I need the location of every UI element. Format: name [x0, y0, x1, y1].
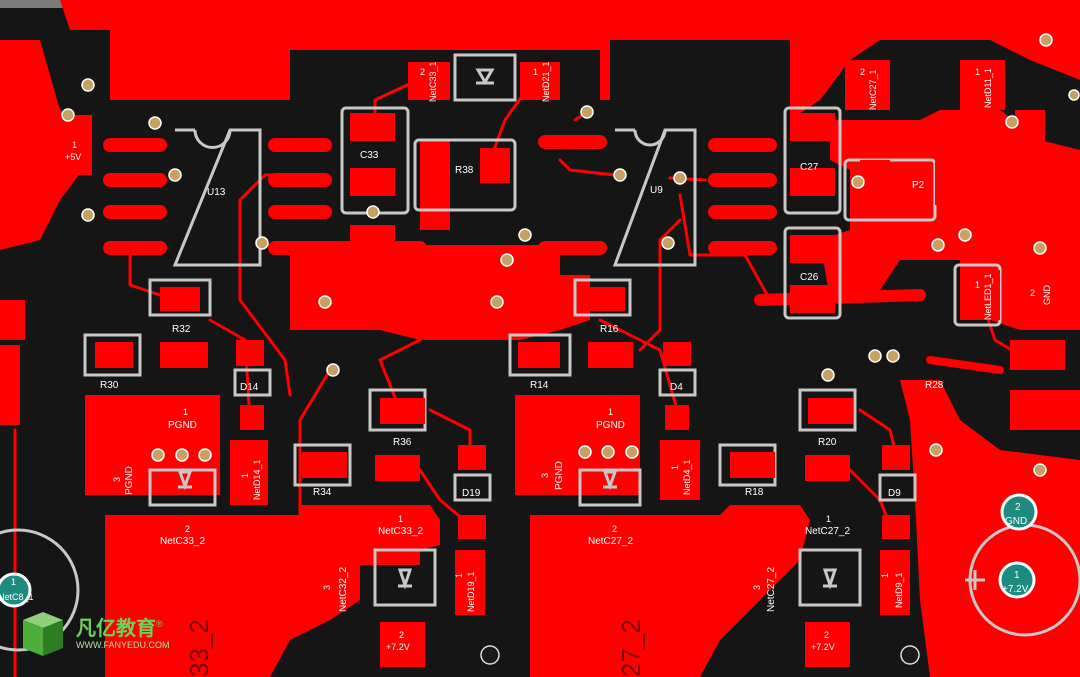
label-r14: R14: [530, 380, 549, 391]
net-pgnd-right: PGND: [596, 420, 625, 431]
watermark-text-block: 凡亿教育® WWW.FANYEDU.COM: [76, 619, 170, 650]
label-d9: D9: [888, 488, 901, 499]
pad-num-c27-2b: 2: [612, 524, 617, 534]
net-netc33-2-left: NetC33_2: [160, 536, 205, 547]
pad-num-72v-left: 2: [399, 630, 404, 640]
net-netc33-2-right: NetC33_2: [378, 526, 423, 537]
net-gnd-circle: GND: [1005, 516, 1027, 527]
label-p2: P2: [912, 180, 925, 191]
through-hole-netc8: [0, 572, 32, 608]
label-r16: R16: [600, 324, 619, 335]
label-d14: D14: [240, 382, 259, 393]
label-c33: C33: [360, 150, 379, 161]
pad-num-pgnd-1: 1: [183, 407, 188, 417]
label-d19: D19: [462, 488, 481, 499]
pad-num-netc8: 1: [11, 577, 16, 587]
pad-num-led1-1: 1: [975, 280, 980, 290]
watermark-registered-mark: ®: [156, 618, 163, 629]
watermark-name-row: 凡亿教育®: [76, 619, 170, 640]
watermark-url: WWW.FANYEDU.COM: [76, 639, 170, 650]
pad-num-72v-circle: 1: [1014, 570, 1020, 581]
net-72v-right: +7.2V: [811, 642, 835, 652]
pad-num-d14-1: 1: [240, 473, 250, 478]
net-netc8-1: NetC8_1: [0, 592, 34, 602]
net-72v-left: +7.2V: [386, 642, 410, 652]
pad-num-c33-2: 2: [420, 67, 425, 77]
pad-num-c33-1b: 1: [398, 514, 403, 524]
silkscreen: [0, 53, 1080, 652]
net-netd19-1: NetD19_1: [466, 571, 476, 612]
watermark-name: 凡亿教育: [76, 617, 156, 640]
pad-num-d4-1: 1: [670, 465, 680, 470]
pad-num-d9-1: 1: [880, 573, 890, 578]
label-c27: C27: [800, 162, 819, 173]
net-netled1-1: NetLED1_1: [983, 273, 993, 320]
smd-pads: [62, 60, 1065, 667]
net-netd14-1: NetD14_1: [252, 459, 262, 500]
pad-num-d19-1: 1: [454, 573, 464, 578]
watermark: 凡亿教育® WWW.FANYEDU.COM: [18, 612, 170, 656]
net-netd11-1: NetD11_1: [983, 68, 993, 108]
net-big-33-2: 33_2: [184, 619, 214, 677]
fanyi-logo-icon: [23, 612, 63, 656]
label-u9: U9: [650, 185, 663, 196]
net-pgnd-left-vertical: PGND: [124, 466, 135, 495]
pad-num-pgnd3-left: 3: [112, 477, 122, 482]
pad-num-c27-3: 3: [752, 585, 762, 590]
net-gnd-vertical: GND: [1042, 285, 1052, 306]
net-netd4-1: NetD4_1: [682, 459, 692, 495]
net-plus5v: +5V: [65, 152, 81, 162]
label-r32: R32: [172, 324, 191, 335]
net-netc33-1: NetC33_1: [428, 61, 438, 102]
through-hole-gnd: [1000, 493, 1038, 531]
label-r38: R38: [455, 165, 474, 176]
pad-num-d21-1: 1: [533, 67, 538, 77]
net-pgnd-right-vertical: PGND: [554, 461, 565, 490]
vias: [0, 33, 1080, 665]
net-labels: 2 NetC33_1 1 NetD21_1 2 NetC27_1 1 NetD1…: [0, 61, 1052, 677]
label-c26: C26: [800, 272, 819, 283]
net-netc27-2-right: NetC27_2: [805, 526, 850, 537]
pad-num-d11-1: 1: [975, 67, 980, 77]
net-netd9-1: NetD9_1: [894, 572, 904, 608]
pad-num-pgnd-2: 1: [608, 407, 613, 417]
label-u13: U13: [207, 187, 226, 198]
through-hole-72v: [998, 561, 1036, 599]
label-r28: R28: [925, 380, 944, 391]
pad-num-c27-2: 2: [860, 67, 865, 77]
net-netc32-2: NetC32_2: [338, 567, 349, 612]
label-r18: R18: [745, 487, 764, 498]
pad-num-c27-1b: 1: [826, 514, 831, 524]
pad-num-gnd-circle: 2: [1015, 502, 1021, 513]
net-big-27-2: 27_2: [616, 619, 646, 677]
net-netd21-1: NetD21_1: [541, 61, 551, 102]
pad-num-c33-2b: 2: [185, 524, 190, 534]
label-r30: R30: [100, 380, 119, 391]
label-r34: R34: [313, 487, 332, 498]
pad-num-pgnd3-right: 3: [540, 473, 550, 478]
pad-num-gnd-2: 2: [1030, 288, 1035, 298]
label-d4: D4: [670, 382, 683, 393]
net-72v-circle: +7.2V: [1002, 584, 1029, 595]
label-r36: R36: [393, 437, 412, 448]
net-netc27-2-left: NetC27_2: [588, 536, 633, 547]
label-r20: R20: [818, 437, 837, 448]
pad-num-c32-3: 3: [322, 585, 332, 590]
reference-designators: U13 U9 C33 C27 C26 R38 R32 R30 R16 R14 R…: [100, 150, 944, 499]
pad-num-5v-1: 1: [72, 140, 77, 150]
pad-num-72v-right: 2: [824, 630, 829, 640]
net-pgnd-left: PGND: [168, 420, 197, 431]
net-netc27-2-vertical: NetC27_2: [766, 567, 777, 612]
net-netc27-1: NetC27_1: [868, 69, 878, 110]
